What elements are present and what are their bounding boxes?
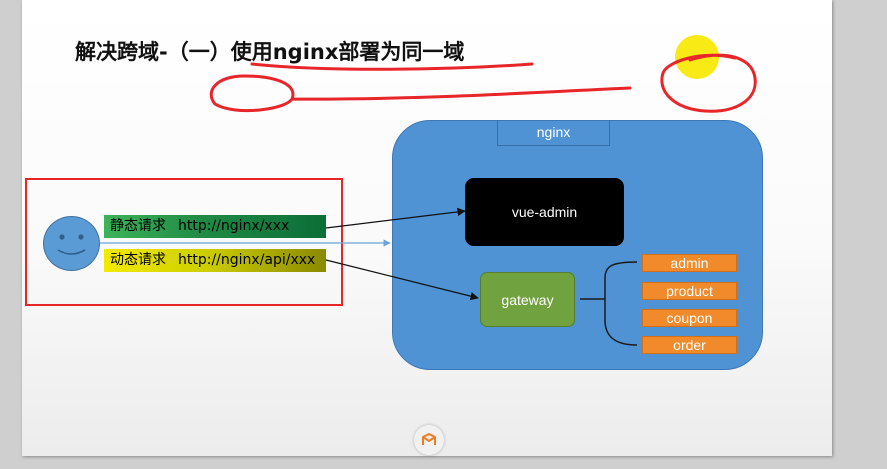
service-coupon: coupon: [642, 309, 737, 327]
request-annotation-frame: [25, 178, 343, 306]
service-order: order: [642, 336, 737, 354]
logo-mark-icon: [422, 433, 436, 445]
smiley-icon: [57, 234, 86, 255]
dynamic-request-bar: 动态请求 http://nginx/api/xxx: [104, 249, 326, 272]
annotation-underline: [250, 62, 534, 71]
nginx-label: nginx: [497, 120, 610, 146]
app-logo-icon[interactable]: [414, 425, 444, 455]
dynamic-request-url: http://nginx/api/xxx: [178, 252, 316, 268]
slide-title: 解决跨域-（一）使用nginx部署为同一域: [75, 40, 465, 64]
annotation-circle-right: [660, 53, 757, 113]
services-brace: [580, 261, 638, 346]
static-request-url: http://nginx/xxx: [178, 218, 290, 234]
service-product: product: [642, 282, 737, 300]
user-face-icon: [43, 216, 100, 271]
static-request-name: 静态请求: [110, 218, 166, 234]
static-request-arrow: [325, 207, 466, 229]
static-request-bar: 静态请求 http://nginx/xxx: [104, 215, 326, 238]
gateway-node: gateway: [480, 272, 575, 327]
dynamic-request-arrow: [325, 259, 479, 301]
dynamic-request-name: 动态请求: [110, 252, 166, 268]
annotation-loop-left: [209, 74, 632, 113]
vue-admin-node: vue-admin: [465, 178, 624, 246]
service-admin: admin: [642, 254, 737, 272]
